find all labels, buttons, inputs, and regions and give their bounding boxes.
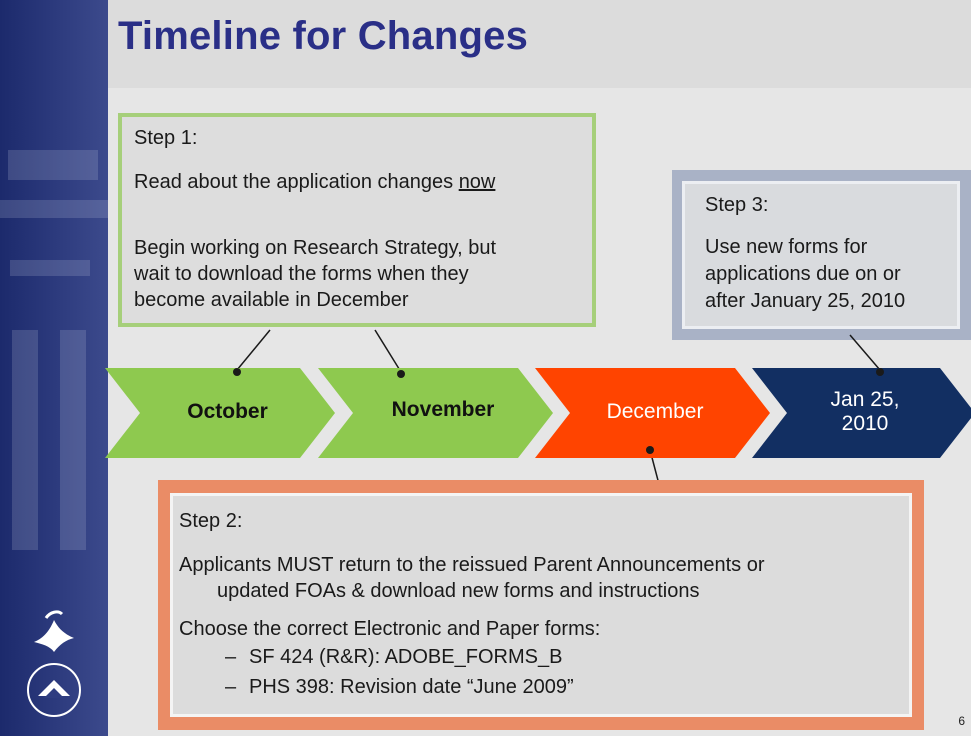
building-cornice [8, 150, 98, 180]
month-jan-line2: 2010 [841, 412, 889, 435]
step2-paragraph-line: updated FOAs & download new forms and in… [217, 580, 700, 602]
chevron-november [318, 368, 553, 458]
step3-heading: Step 3: [705, 194, 769, 216]
step1-box: Step 1: Read about the application chang… [118, 113, 596, 327]
step2-inner: Step 2: Applicants MUST return to the re… [170, 493, 912, 717]
timeline-dot [397, 370, 405, 378]
hhs-eagle-logo [34, 610, 74, 652]
chevron-october [105, 368, 335, 458]
step3-body-line: after January 25, 2010 [705, 290, 906, 312]
month-jan: Jan 25, 2010 [795, 388, 935, 436]
chevron-jan [752, 368, 971, 458]
nih-logo [27, 663, 81, 717]
chevron-december [535, 368, 770, 458]
step1-line1-text: Read about the application changes [134, 171, 459, 193]
connector-line [236, 329, 271, 371]
page-title: Timeline for Changes [118, 14, 529, 58]
slide-number: 6 [958, 714, 965, 728]
step2-box: Step 2: Applicants MUST return to the re… [158, 480, 924, 730]
connector-line [849, 334, 881, 371]
bullet-item: PHS 398: Revision date “June 2009” [249, 676, 574, 698]
building-column [12, 330, 38, 550]
step1-line1-emphasis: now [458, 171, 496, 193]
step1-body-line: Begin working on Research Strategy, but [134, 237, 497, 259]
month-october: October [187, 400, 268, 423]
month-jan-line1: Jan 25, [830, 388, 900, 411]
timeline-dot [233, 368, 241, 376]
step2-paragraph-line: Choose the correct Electronic and Paper … [179, 618, 601, 640]
step3-body-line: applications due on or [705, 263, 901, 285]
timeline-dot [646, 446, 654, 454]
connector-lines [236, 329, 881, 489]
building-column [60, 330, 86, 550]
timeline-dot [876, 368, 884, 376]
month-december: December [606, 400, 704, 423]
month-november: November [391, 398, 495, 421]
step1-heading: Step 1: [134, 127, 198, 149]
step2-paragraph-line: Applicants MUST return to the reissued P… [179, 554, 765, 576]
step1-body-line: become available in December [134, 289, 409, 311]
bullet-marker: – [225, 646, 237, 668]
step2-heading: Step 2: [179, 510, 243, 532]
bullet-item: SF 424 (R&R): ADOBE_FORMS_B [249, 646, 563, 668]
step1-line1: Read about the application changes now [134, 169, 495, 195]
step3-inner: Step 3: Use new forms for applications d… [682, 181, 960, 329]
connector-line [374, 329, 402, 373]
sidebar-band [0, 0, 108, 736]
bullet-marker: – [225, 676, 237, 698]
step3-box: Step 3: Use new forms for applications d… [672, 170, 971, 340]
building-frieze [10, 260, 90, 276]
step3-body-line: Use new forms for [705, 236, 868, 258]
step1-body-line: wait to download the forms when they [134, 263, 469, 285]
title-band [108, 0, 971, 88]
building-frieze [0, 200, 108, 218]
